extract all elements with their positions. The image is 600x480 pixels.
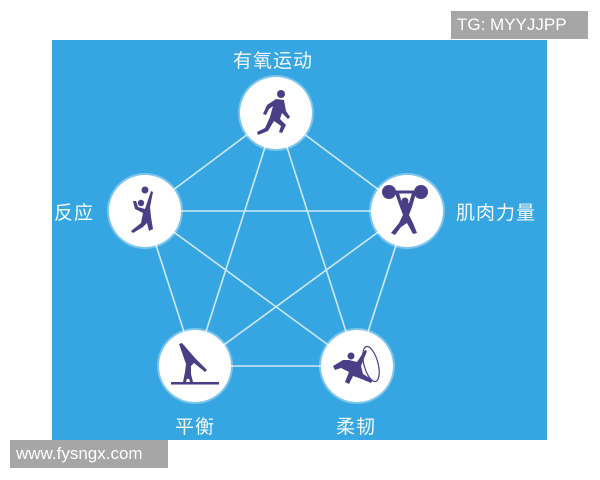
label-flexibility: 柔韧: [336, 416, 377, 438]
running-icon: [257, 90, 290, 135]
node-balance: [159, 330, 231, 402]
label-aerobic: 有氧运动: [233, 50, 314, 72]
gymnastics-balance-beam-icon: [171, 343, 219, 385]
node-aerobic: [240, 77, 312, 149]
node-strength: [371, 175, 443, 247]
watermark-bottom: www.fysngx.com: [10, 440, 168, 468]
volleyball-spike-icon: [131, 186, 153, 233]
label-strength: 肌肉力量: [456, 202, 537, 224]
watermark-top: TG: MYYJJPP: [451, 11, 588, 39]
label-balance: 平衡: [175, 416, 216, 438]
weightlifting-icon: [382, 185, 428, 235]
label-reaction: 反应: [54, 202, 95, 224]
rhythmic-gymnastics-hoop-icon: [333, 345, 380, 384]
node-flexibility: [321, 330, 393, 402]
node-reaction: [109, 175, 181, 247]
